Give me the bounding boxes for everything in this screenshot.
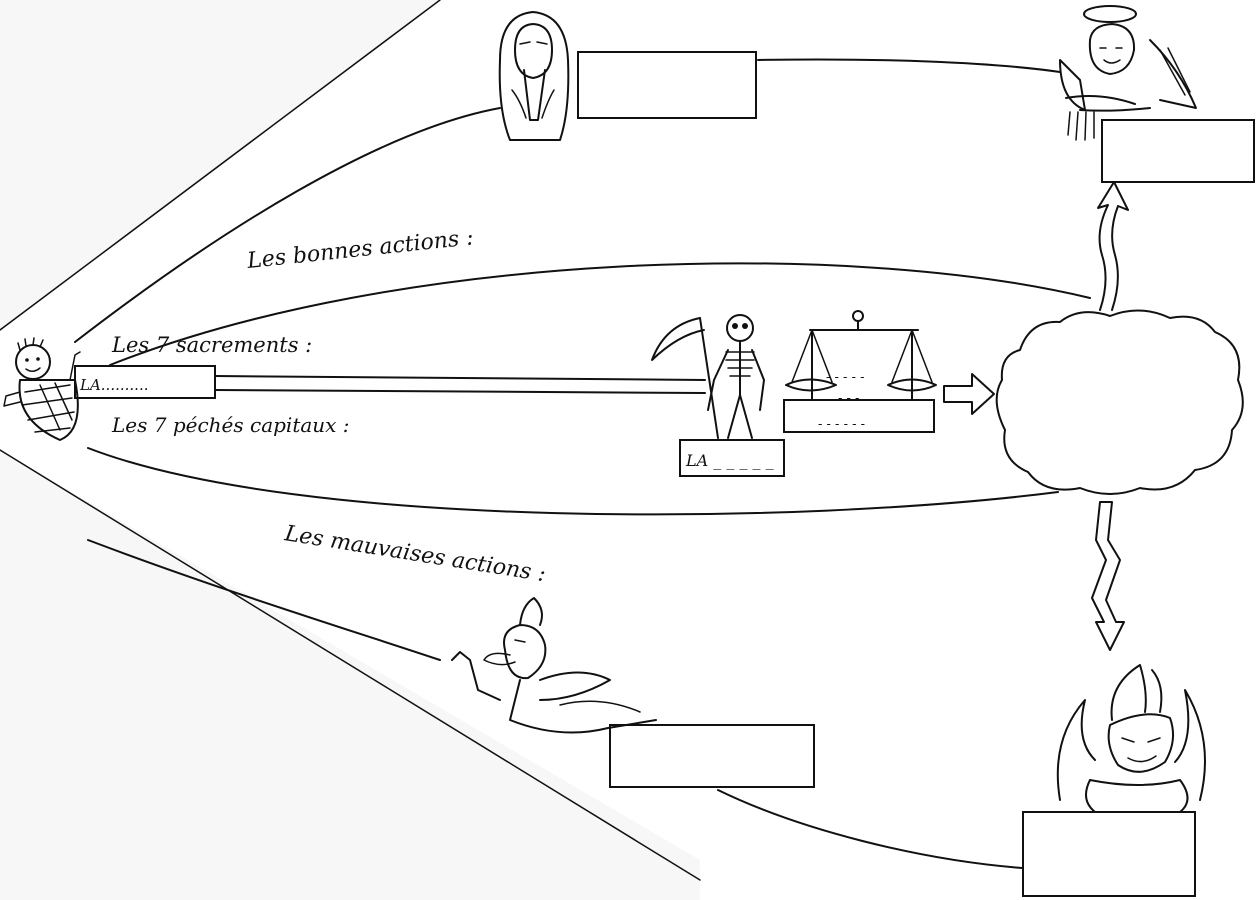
- paper-corner-bottom: [0, 450, 700, 900]
- praying-answer-box: [577, 51, 757, 119]
- satan-in-flames-icon: [1056, 664, 1206, 813]
- hell-answer-box: [1022, 811, 1196, 897]
- heaven-answer-box: [1101, 119, 1255, 183]
- death-box: [679, 439, 785, 477]
- path-devil-to-satan: [717, 789, 1023, 869]
- up-arrow-icon: [1097, 181, 1129, 311]
- scale-blank-1: - - - - -: [826, 370, 865, 385]
- path-sins: [87, 447, 1059, 516]
- praying-person-icon: [498, 11, 570, 141]
- scale-blank-3: - - - - - -: [818, 417, 865, 432]
- label-good-actions: Les bonnes actions :: [245, 225, 475, 274]
- angel-icon: [1059, 5, 1197, 141]
- path-praying-to-angel: [757, 58, 1061, 73]
- baptism-field: LA..........: [79, 376, 148, 394]
- death-field: LA _ _ _ _ _: [685, 451, 774, 470]
- label-sins: Les 7 péchés capitaux :: [111, 413, 350, 437]
- devil-answer-box: [609, 724, 815, 788]
- label-sacraments: Les 7 sacrements :: [111, 333, 312, 357]
- flying-devil-icon: [451, 597, 657, 734]
- baptism-box: [74, 365, 216, 399]
- path-to-devil: [87, 539, 441, 661]
- paper-edge: [0, 0, 701, 881]
- sacrament-line: [214, 375, 706, 394]
- scale-base-box: [783, 399, 935, 433]
- path-good-actions: [109, 262, 1091, 366]
- label-bad-actions: Les mauvaises actions :: [282, 521, 547, 587]
- path-to-praying: [74, 107, 501, 343]
- baby-icon: [3, 337, 81, 441]
- skeleton-reaper-icon: [651, 314, 765, 439]
- scale-blank-2: - - -: [838, 391, 859, 406]
- lightning-arrow-icon: [1091, 501, 1125, 651]
- judgment-cloud-icon: [995, 309, 1244, 495]
- balance-scale-icon: [785, 310, 995, 415]
